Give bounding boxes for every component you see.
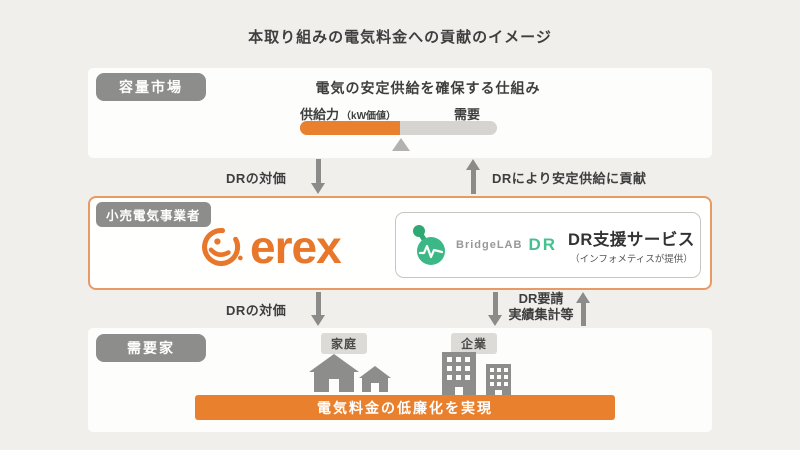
arrow-down-icon — [311, 292, 325, 326]
bridgelab-dr-text: DR — [528, 235, 558, 254]
capacity-market-box: 容量市場 電気の安定供給を確保する仕組み 供給力 （kW価値） 需要 — [88, 68, 712, 158]
home-badge: 家庭 — [321, 333, 368, 354]
supply-demand-labels: 供給力 （kW価値） 需要 — [300, 104, 590, 123]
arrow-up-icon — [466, 159, 480, 194]
dr-service-box: BridgeLAB DR DR支援サービス （インフォメティスが提供） — [395, 212, 701, 278]
flow-top-left-label: DRの対価 — [226, 171, 287, 186]
erex-wordmark: erex — [250, 221, 342, 273]
dr-service-provider: （インフォメティスが提供） — [570, 253, 693, 265]
buildings-icon — [438, 350, 528, 401]
dr-service-text: DR支援サービス （インフォメティスが提供） — [568, 226, 695, 265]
flow-bottom-right-label: DR要請 実績集計等 — [503, 291, 579, 323]
dr-service-title: DR支援サービス — [568, 230, 695, 249]
bridgelab-logo-icon — [413, 225, 445, 265]
retailer-box: 小売電気事業者 erex BridgeLAB DR DR支援サービス （インフォ… — [88, 196, 712, 290]
supply-label: 供給力 — [300, 107, 340, 122]
flow-top-right-label: DRにより安定供給に貢献 — [492, 171, 647, 186]
arrow-down-icon — [311, 159, 325, 194]
capacity-market-badge: 容量市場 — [96, 73, 206, 101]
dr-request-label: DR要請 — [518, 291, 564, 306]
price-reduction-banner: 電気料金の低廉化を実現 — [195, 395, 615, 420]
houses-icon — [301, 352, 401, 399]
company-badge: 企業 — [451, 333, 498, 354]
consumers-box: 需要家 家庭 企業 — [88, 328, 712, 432]
results-aggregation-label: 実績集計等 — [508, 307, 574, 322]
supply-unit-label: （kW価値） — [341, 111, 397, 122]
erex-logo: erex — [200, 221, 342, 273]
balance-pointer-icon — [392, 138, 410, 151]
supply-demand-bar — [300, 121, 497, 135]
arrow-down-icon — [488, 292, 502, 326]
capacity-market-description: 電気の安定供給を確保する仕組み — [315, 80, 541, 96]
supply-bar-fill — [300, 121, 400, 135]
arrow-up-icon — [576, 292, 590, 326]
retailer-badge: 小売電気事業者 — [96, 202, 211, 227]
demand-label: 需要 — [454, 107, 481, 122]
bridgelab-brand-text: BridgeLAB — [456, 239, 523, 251]
consumers-badge: 需要家 — [96, 334, 206, 362]
page-title: 本取り組みの電気料金への貢献のイメージ — [248, 29, 552, 46]
erex-mark-icon — [202, 227, 243, 267]
flow-bottom-left-label: DRの対価 — [226, 303, 287, 318]
